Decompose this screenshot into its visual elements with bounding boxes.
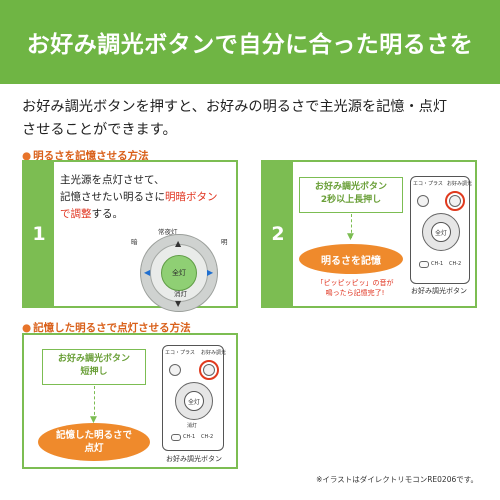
ch1-label: CH-1 (431, 261, 444, 267)
step-1-panel: 1 主光源を点灯させて、 記憶させたい明るさに明暗ボタン で調整する。 常夜灯 … (22, 160, 238, 312)
step-2-callout-line-2: 2秒以上長押し (320, 195, 382, 205)
arrow-down-icon: ▼ (90, 415, 97, 425)
page-title: お好み調光ボタンで自分に合った明るさを (26, 32, 474, 58)
pad-bottom-label: 消灯 (174, 290, 187, 298)
intro-line-2: させることができます。 (22, 122, 177, 138)
all-on-button[interactable]: 全灯 (161, 255, 197, 291)
bullet-icon: ● (22, 322, 32, 334)
step-1-text-line-1: 主光源を点灯させて、 (60, 174, 165, 186)
step-2-result: 「ピッピッピッ」の音が 鳴ったら記憶完了! (303, 278, 407, 298)
section-title-memorize-text: 明るさを記憶させる方法 (33, 150, 149, 162)
recall-panel: お好み調光ボタン 短押し ▼ 記憶した明るさで 点灯 エコ・プラス お好み調光 … (22, 333, 238, 469)
remote-eco-button[interactable] (417, 195, 429, 207)
preset-button-caption: お好み調光ボタン (166, 455, 222, 463)
highlight-ring (199, 360, 219, 380)
remote-eco-label: エコ・プラス (413, 181, 443, 187)
remote-off-label: 消灯 (187, 423, 198, 429)
recall-oval: 記憶した明るさで 点灯 (38, 423, 150, 461)
step-2-panel: 2 お好み調光ボタン 2秒以上長押し ▼ 明るさを記憶 「ピッピッピッ」の音が … (261, 160, 477, 308)
flow-line (94, 386, 95, 420)
remote-all-on-button[interactable]: 全灯 (184, 391, 204, 411)
intro-text: お好み調光ボタンを押すと、お好みの明るさで主光源を記憶・点灯 させることができま… (22, 96, 482, 142)
brightness-button-label: 明暗ボタン (165, 191, 218, 203)
step-2-result-line-1: 「ピッピッピッ」の音が (316, 279, 394, 287)
arrow-left-icon[interactable]: ◀ (144, 268, 151, 277)
memorize-oval: 明るさを記憶 (299, 244, 403, 274)
remote-preset-label: お好み調光 (447, 181, 473, 187)
remote-preset-label: お好み調光 (201, 350, 227, 356)
section-title-recall: ●記憶した明るさで点灯させる方法 (22, 320, 191, 335)
step-1-text-line-3a: で (60, 208, 71, 220)
ch1-label: CH-1 (183, 434, 196, 440)
ch2-label: CH-2 (449, 261, 462, 267)
flow-line (351, 214, 352, 238)
step-1-text-line-2a: 記憶させたい明るさに (60, 191, 165, 203)
recall-callout-line-1: お好み調光ボタン (57, 354, 130, 364)
recall-callout: お好み調光ボタン 短押し (42, 349, 146, 385)
recall-callout-line-2: 短押し (80, 367, 108, 377)
step-2-result-line-2: 鳴ったら記憶完了! (325, 289, 385, 297)
bullet-icon: ● (22, 150, 32, 162)
footnote: ※イラストはダイレクトリモコンRE0206です。 (316, 475, 478, 484)
step-2-callout: お好み調光ボタン 2秒以上長押し (299, 177, 403, 213)
arrow-up-icon[interactable]: ▲ (175, 239, 182, 248)
arrow-right-icon[interactable]: ▶ (207, 268, 214, 277)
direction-pad[interactable]: ▲ ▼ ◀ ▶ 全灯 (140, 234, 218, 312)
step-1-text-line-2: 記憶させたい明るさに明暗ボタン (60, 189, 236, 206)
step-1-text-line-3: で調整する。 (60, 206, 236, 223)
arrow-down-icon: ▼ (347, 232, 354, 242)
step-1-number: 1 (24, 162, 54, 306)
ch2-label: CH-2 (201, 434, 214, 440)
highlight-ring (445, 191, 465, 211)
section-title-recall-text: 記憶した明るさで点灯させる方法 (33, 322, 191, 334)
section-title-memorize: ●明るさを記憶させる方法 (22, 148, 149, 163)
pad-left-label: 暗 (131, 238, 138, 246)
pad-right-label: 明 (221, 238, 228, 246)
preset-button-caption: お好み調光ボタン (411, 287, 467, 295)
remote-all-on-button[interactable]: 全灯 (431, 222, 451, 242)
step-1-text: 主光源を点灯させて、 記憶させたい明るさに明暗ボタン で調整する。 (60, 172, 236, 223)
ch1-switch[interactable] (419, 261, 429, 268)
remote-control: エコ・プラス お好み調光 全灯 CH-1 CH-2 (410, 176, 473, 284)
intro-line-1: お好み調光ボタンを押すと、お好みの明るさで主光源を記憶・点灯 (22, 99, 448, 115)
remote-control: エコ・プラス お好み調光 全灯 消灯 CH-1 CH-2 (162, 345, 227, 451)
step-2-number: 2 (263, 162, 293, 306)
remote-eco-button[interactable] (169, 364, 181, 376)
header-banner: お好み調光ボタンで自分に合った明るさを (0, 0, 500, 84)
arrow-down-icon[interactable]: ▼ (175, 299, 182, 308)
step-2-callout-line-1: お好み調光ボタン (314, 182, 387, 192)
remote-eco-label: エコ・プラス (165, 350, 195, 356)
step-1-text-line-3c: する。 (91, 208, 124, 220)
adjust-label: 調整 (70, 208, 92, 220)
pad-top-label: 常夜灯 (158, 228, 178, 236)
recall-oval-line-2: 点灯 (84, 443, 104, 454)
recall-oval-line-1: 記憶した明るさで (55, 430, 132, 441)
ch1-switch[interactable] (171, 434, 181, 441)
